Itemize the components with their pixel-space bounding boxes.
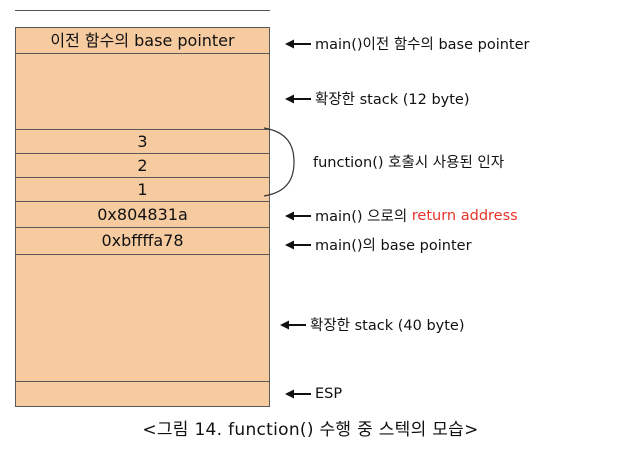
stack-cell-return-address: 0x804831a — [15, 201, 270, 228]
annotation-text: main() 으로의 — [315, 209, 412, 225]
stack-cell-esp — [15, 381, 270, 407]
stack-cell-prev-base-pointer: 이전 함수의 base pointer — [15, 27, 270, 54]
stack-cell-extended-12 — [15, 53, 270, 130]
annotation-text: main()이전 함수의 base pointer — [315, 37, 530, 53]
annotation-text: 확장한 stack (40 byte) — [310, 318, 465, 334]
stack-cell-extended-40 — [15, 254, 270, 382]
stack-cell-arg-3: 3 — [15, 129, 270, 154]
left-arrow-icon — [285, 240, 311, 249]
figure-caption: <그림 14. function() 수행 중 스텍의 모습> — [142, 420, 479, 440]
left-arrow-icon — [285, 389, 311, 399]
top-border-line — [15, 10, 270, 11]
annotation-text: ESP — [315, 386, 343, 402]
annotation-return-address: main() 으로의 return address — [285, 205, 518, 226]
annotation-text: main()의 base pointer — [315, 238, 472, 254]
return-address-highlight: return address — [411, 207, 518, 224]
annotation-arguments: function() 호출시 사용된 인자 — [313, 151, 504, 172]
left-arrow-icon — [280, 320, 306, 329]
annotation-prev-base-pointer: main()이전 함수의 base pointer — [285, 33, 530, 54]
annotation-main-base-pointer: main()의 base pointer — [285, 234, 472, 255]
annotation-stack-40: 확장한 stack (40 byte) — [280, 314, 465, 335]
annotation-text: function() 호출시 사용된 인자 — [313, 155, 505, 171]
stack-diagram: 이전 함수의 base pointer 3 2 1 0x804831a 0xbf… — [15, 27, 270, 407]
left-arrow-icon — [285, 39, 311, 48]
stack-cell-main-base-pointer: 0xbffffa78 — [15, 227, 270, 255]
left-arrow-icon — [285, 211, 311, 220]
annotation-esp: ESP — [285, 386, 342, 402]
stack-cell-arg-2: 2 — [15, 153, 270, 178]
left-arrow-icon — [285, 94, 311, 103]
argument-brace — [263, 127, 295, 197]
annotation-text: 확장한 stack (12 byte) — [315, 92, 470, 108]
stack-cell-arg-1: 1 — [15, 177, 270, 202]
annotation-stack-12: 확장한 stack (12 byte) — [285, 88, 470, 109]
